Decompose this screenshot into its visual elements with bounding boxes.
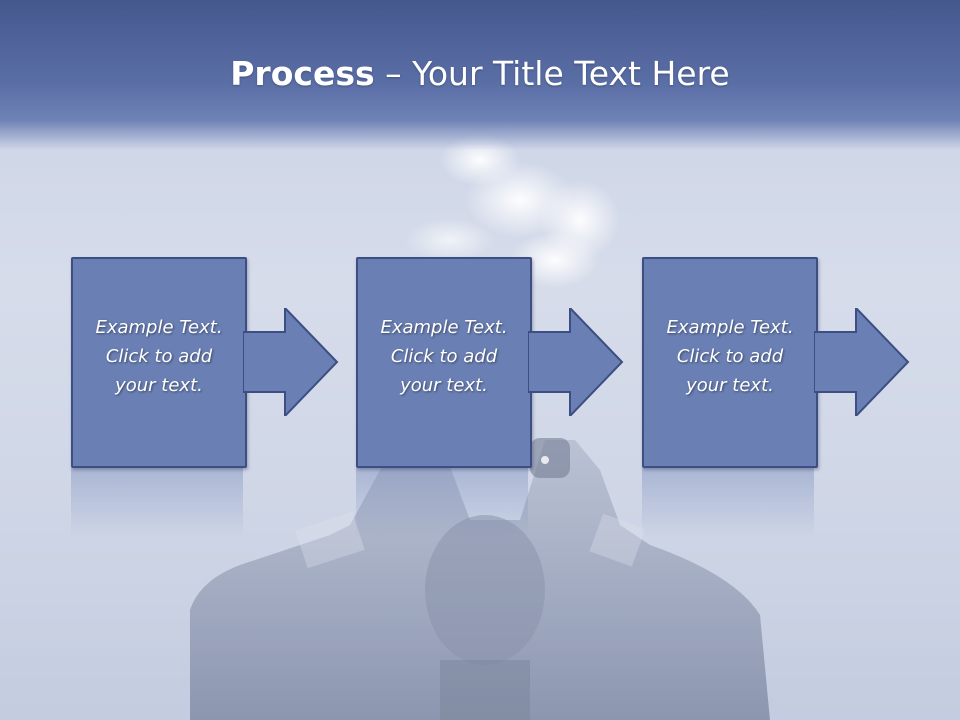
right-arrow-icon xyxy=(814,308,910,416)
step-2-line-3: your text. xyxy=(400,375,488,396)
step-1-reflection xyxy=(71,468,243,538)
step-2-text[interactable]: Example Text. Click to add your text. xyxy=(358,313,530,400)
step-3-reflection xyxy=(642,468,814,538)
slide-title[interactable]: Process – Your Title Text Here xyxy=(0,52,960,96)
step-2-line-1: Example Text. xyxy=(380,317,508,338)
step-2-box[interactable]: Example Text. Click to add your text. xyxy=(356,257,532,468)
step-1-line-2: Click to add xyxy=(105,346,213,367)
step-3-line-2: Click to add xyxy=(676,346,784,367)
title-bar xyxy=(0,0,960,150)
step-2-line-2: Click to add xyxy=(390,346,498,367)
step-2-reflection xyxy=(356,468,528,538)
step-1-line-3: your text. xyxy=(115,375,203,396)
step-3-line-1: Example Text. xyxy=(666,317,794,338)
person-silhouette xyxy=(190,438,770,720)
right-arrow-icon xyxy=(528,308,624,416)
step-1-line-1: Example Text. xyxy=(95,317,223,338)
cloud-shape xyxy=(405,134,620,288)
step-1-text[interactable]: Example Text. Click to add your text. xyxy=(73,313,245,400)
step-3-text[interactable]: Example Text. Click to add your text. xyxy=(644,313,816,400)
step-1-box[interactable]: Example Text. Click to add your text. xyxy=(71,257,247,468)
step-3-box[interactable]: Example Text. Click to add your text. xyxy=(642,257,818,468)
right-arrow-icon xyxy=(243,308,339,416)
step-3-line-3: your text. xyxy=(686,375,774,396)
title-bold: Process xyxy=(230,54,375,93)
title-rest: – Your Title Text Here xyxy=(374,54,730,93)
